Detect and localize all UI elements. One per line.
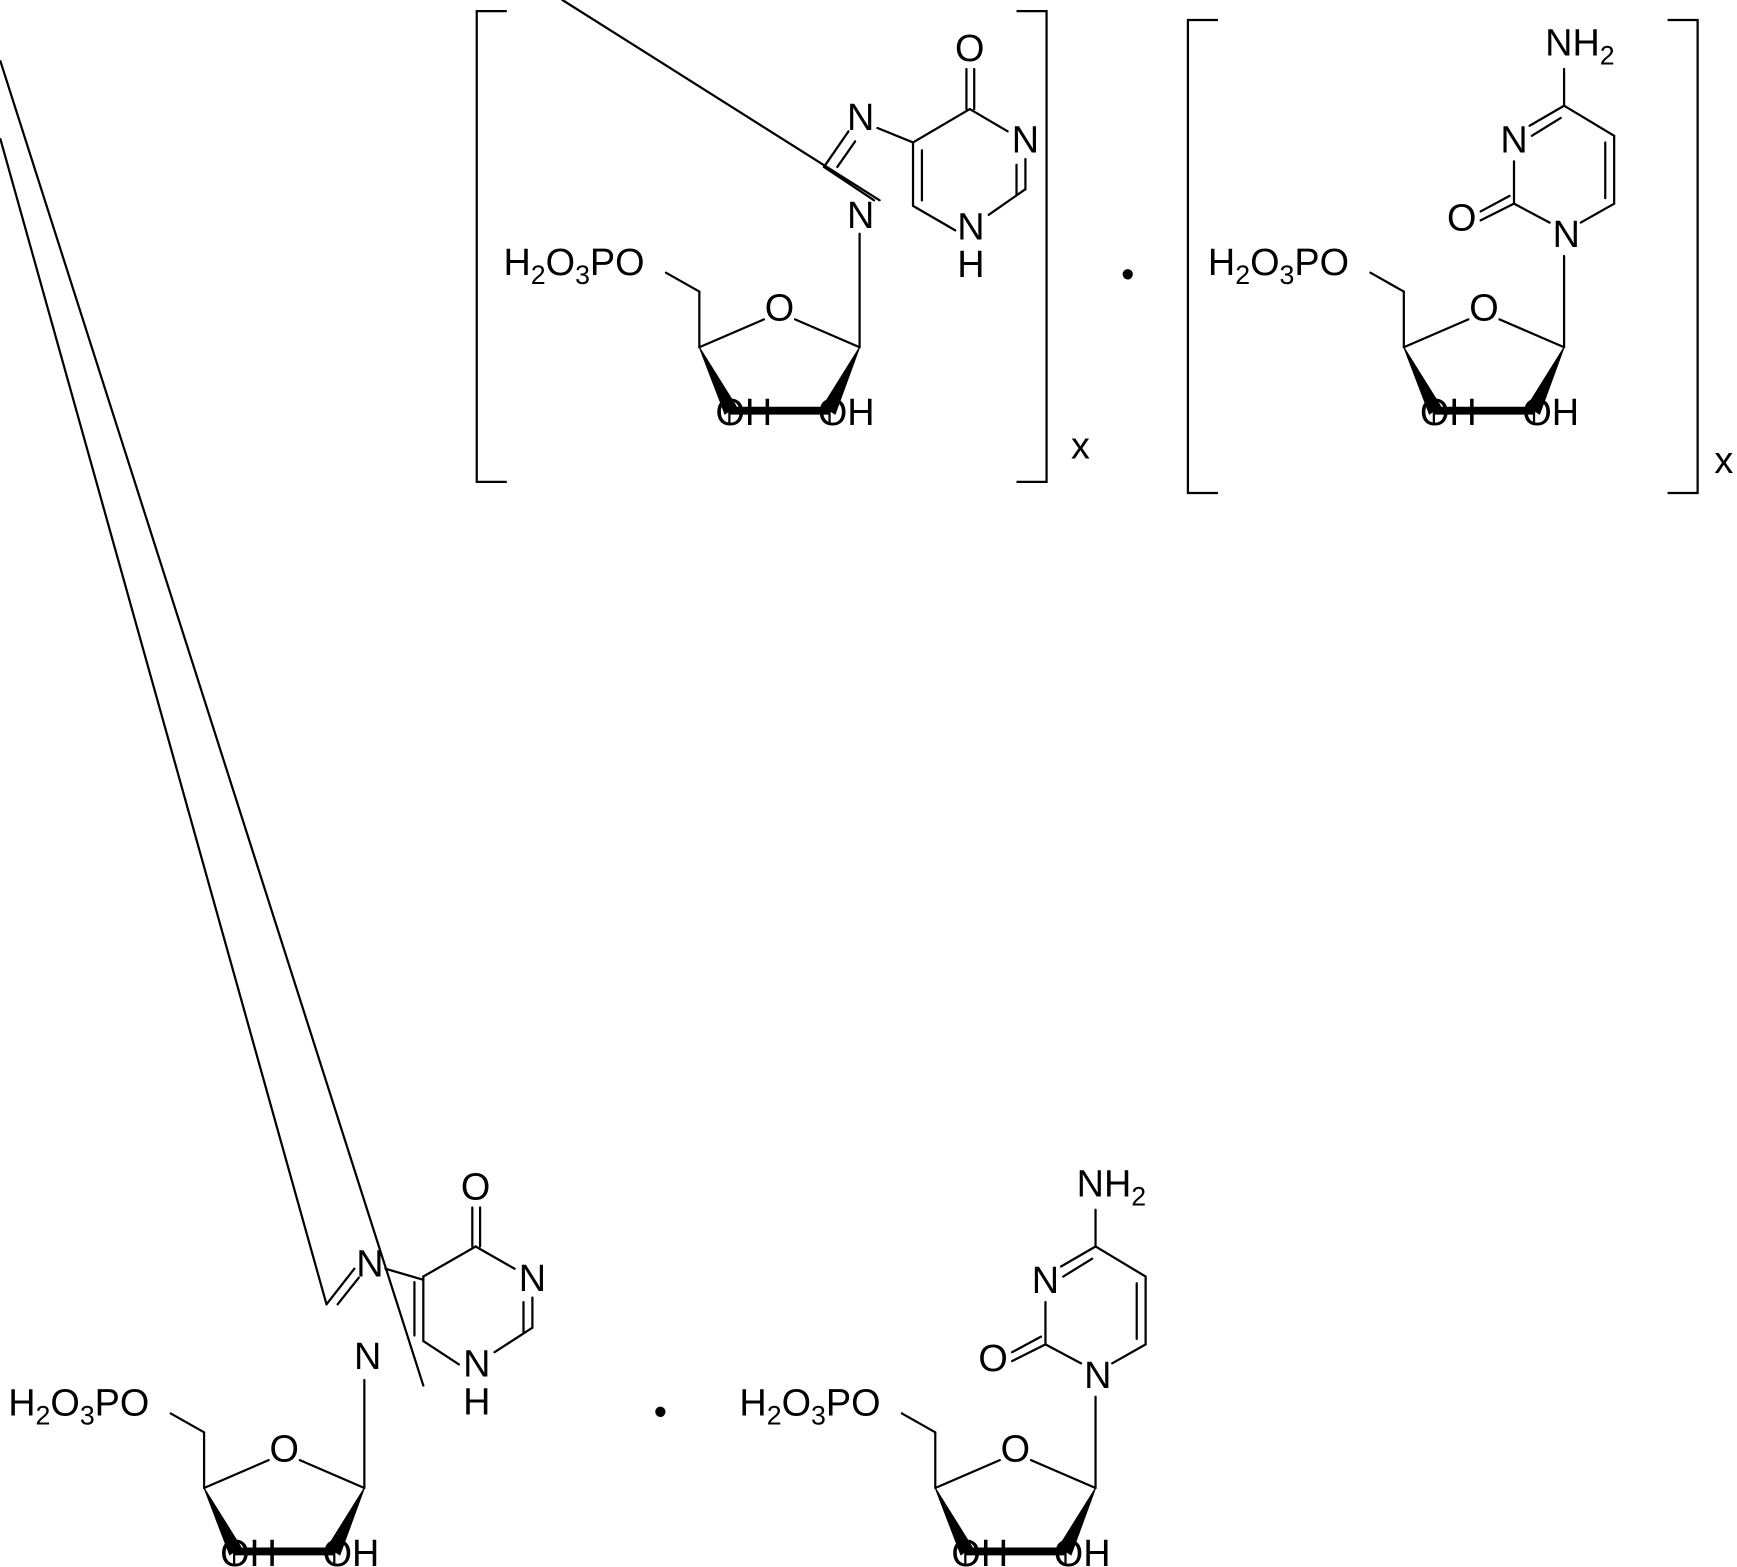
amine-label: NH2 [1077, 1163, 1147, 1211]
carbonyl-oxygen-label: O [955, 28, 984, 70]
nitrogen-label: N [957, 206, 984, 248]
hydroxyl-label: OH [715, 392, 772, 434]
ribose-phosphate: H2O3PO O OH OH [8, 1383, 379, 1567]
phosphate-label: H2O3PO [8, 1383, 149, 1431]
ribose-phosphate: H2O3PO O OH OH [1208, 242, 1579, 434]
stray-lines [0, 0, 881, 1387]
ring-oxygen-label: O [1001, 1428, 1030, 1470]
nitrogen-label: N [519, 1258, 546, 1300]
hypoxanthine-base-top: N N O N N H [822, 28, 1039, 349]
salt-dot: • [1121, 254, 1134, 296]
hydroxyl-label: OH [1054, 1533, 1111, 1567]
repeat-subscript: x [1071, 426, 1090, 468]
hydroxyl-label: OH [818, 392, 875, 434]
hydrogen-label: H [957, 244, 984, 286]
hypoxanthine-base-bottom: N N O N N H [325, 1167, 546, 1490]
salt-dot: • [654, 1392, 667, 1434]
phosphate-label: H2O3PO [739, 1383, 880, 1431]
ring-oxygen-label: O [269, 1428, 298, 1470]
carbonyl-oxygen-label: O [461, 1167, 490, 1209]
hydroxyl-label: OH [220, 1533, 277, 1567]
ribose-phosphate: H2O3PO O OH OH [503, 242, 874, 434]
ring-oxygen-label: O [765, 288, 794, 330]
nitrogen-label: N [847, 97, 874, 139]
nitrogen-label: N [1553, 214, 1580, 256]
carbonyl-oxygen-label: O [1447, 197, 1476, 239]
cytosine-base: N O N NH2 [978, 1163, 1147, 1490]
repeat-subscript: x [1714, 440, 1733, 482]
bracket-cytidine: x [1186, 18, 1733, 495]
phosphate-label: H2O3PO [1208, 242, 1349, 290]
carbonyl-oxygen-label: O [978, 1338, 1007, 1380]
nitrogen-label: N [1012, 119, 1039, 161]
nitrogen-label: N [847, 195, 874, 237]
nitrogen-label: N [354, 1336, 381, 1378]
amine-label: NH2 [1545, 23, 1615, 71]
ring-oxygen-label: O [1469, 288, 1498, 330]
cytosine-base: N O N NH2 [1447, 23, 1616, 349]
hydroxyl-label: OH [951, 1533, 1008, 1567]
hydroxyl-label: OH [1420, 392, 1477, 434]
phosphate-label: H2O3PO [503, 242, 644, 290]
bracket-inosine: x [475, 10, 1090, 484]
hydroxyl-label: OH [323, 1533, 380, 1567]
nitrogen-label: N [1500, 119, 1527, 161]
hydrogen-label: H [463, 1382, 490, 1424]
nitrogen-label: N [1032, 1260, 1059, 1302]
nitrogen-label: N [356, 1244, 383, 1286]
nitrogen-label: N [463, 1344, 490, 1386]
hydroxyl-label: OH [1522, 392, 1579, 434]
nitrogen-label: N [1084, 1355, 1111, 1397]
ribose-phosphate: H2O3PO O OH OH [739, 1383, 1110, 1567]
